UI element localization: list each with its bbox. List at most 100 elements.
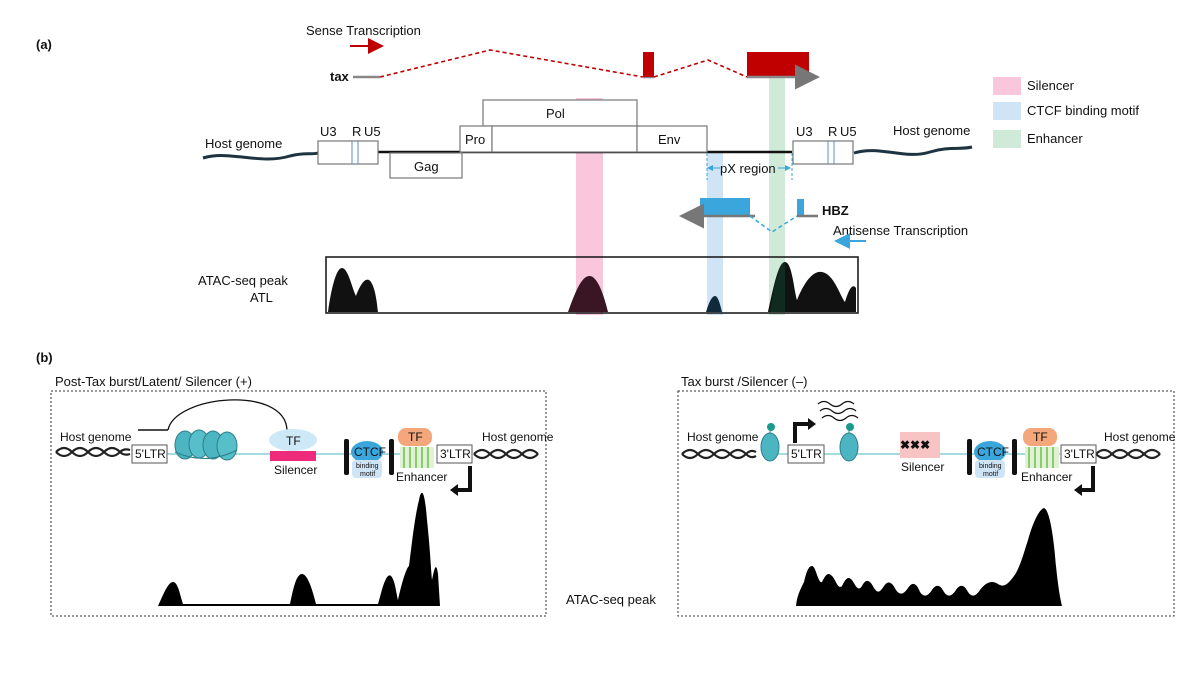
- atac-a-box: [325, 256, 859, 314]
- left-enhancer-box: [400, 447, 434, 468]
- left-tf-enhancer: [398, 428, 432, 446]
- right-motif-label: motif: [983, 471, 998, 478]
- right-tf-enhancer: [1023, 428, 1057, 446]
- gene-pro: [459, 125, 493, 153]
- left-ltr5-label: 5'LTR: [135, 447, 166, 461]
- right-ctcf-bracket-l: [967, 439, 972, 475]
- antisense-label: Antisense Transcription: [833, 223, 968, 238]
- host-genome-left-a: Host genome: [205, 136, 282, 151]
- atac-a-peak-right: [768, 262, 856, 312]
- left-ctcf-motif: [352, 460, 382, 478]
- right-enhancer-box: [1025, 447, 1059, 468]
- atac-a-peak-left: [328, 268, 378, 312]
- left-nucleosomes-icon: [174, 429, 238, 461]
- left-ctcf-bracket-l: [344, 439, 349, 475]
- ltr-right: [792, 140, 854, 165]
- right-antisense-promoter-icon: [1080, 466, 1095, 492]
- enhancer-band: [769, 78, 785, 315]
- left-antisense-promoter-icon: [456, 466, 472, 492]
- sense-transcription-label: Sense Transcription: [306, 23, 421, 38]
- right-host-genome-r: Host genome: [1104, 430, 1176, 444]
- right-transcript-waves-icon: [817, 400, 859, 422]
- left-ltr3-label: 3'LTR: [440, 447, 471, 461]
- gene-pro-label: Pro: [465, 132, 485, 147]
- gene-env: [636, 125, 708, 153]
- host-genome-right-a: Host genome: [893, 123, 970, 138]
- right-silencer-label: Silencer: [901, 460, 944, 474]
- hbz-label: HBZ: [822, 203, 849, 218]
- right-ltr3: [1060, 444, 1097, 464]
- right-dna-helix-l: [681, 448, 757, 460]
- right-tf-enhancer-label: TF: [1033, 430, 1048, 444]
- px-region-label: pX region: [720, 161, 776, 176]
- right-dna-helix-r: [1095, 448, 1161, 460]
- panel-b-label: (b): [36, 350, 53, 365]
- panel-b-right-box: [677, 390, 1175, 617]
- right-sense-promoter-icon: [793, 422, 810, 443]
- legend-silencer-label: Silencer: [1027, 78, 1075, 93]
- right-sense-promoter-head: [808, 418, 816, 430]
- left-tf-silencer-label: TF: [286, 434, 301, 448]
- gene-gag-label: Gag: [414, 159, 439, 174]
- tax-exon3: [747, 52, 809, 77]
- atac-b-right-peaks: [796, 508, 1062, 606]
- right-host-genome-l: Host genome: [687, 430, 759, 444]
- left-tf-silencer: [269, 429, 317, 451]
- gene-pol: [482, 99, 638, 127]
- tax-exon2: [643, 52, 654, 77]
- left-host-genome-l: Host genome: [60, 430, 132, 444]
- atac-a-label-1: ATAC-seq peak: [198, 273, 288, 288]
- ltr-right-u3: U3: [796, 124, 813, 139]
- ctcf-band: [707, 153, 723, 315]
- ltr-right-u5: U5: [840, 124, 857, 139]
- right-ctcf-motif: [975, 460, 1005, 478]
- ltr-right-r: R: [828, 124, 837, 139]
- gene-pol-label: Pol: [546, 106, 565, 121]
- hbz-exon1: [700, 198, 750, 215]
- hbz-exon2: [797, 199, 804, 216]
- atac-a-label-2: ATL: [250, 290, 273, 305]
- right-enhancer-label: Enhancer: [1021, 470, 1072, 484]
- left-dna-helix-l: [55, 446, 131, 458]
- left-dna-helix-r: [473, 448, 539, 460]
- panel-a-label: (a): [36, 37, 52, 52]
- left-motif-label: motif: [360, 471, 375, 478]
- right-ltr5: [787, 444, 825, 464]
- hbz-intron: [749, 215, 798, 233]
- tax-intron2: [653, 59, 748, 78]
- right-ctcf-label: CTCF: [977, 445, 1009, 459]
- atac-b-left-peaks: [158, 492, 440, 606]
- left-ltr3: [436, 444, 473, 464]
- left-binding-label: binding: [356, 463, 379, 470]
- panel-b-right-title: Tax burst /Silencer (–): [681, 374, 807, 389]
- legend-enhancer-label: Enhancer: [1027, 131, 1083, 146]
- repression-arc: [167, 399, 288, 431]
- ltr-left: [317, 140, 379, 165]
- legend-ctcf-swatch: [993, 102, 1021, 120]
- left-ctcf-bracket-r: [389, 439, 394, 475]
- atac-b-label: ATAC-seq peak: [566, 592, 656, 607]
- legend-ctcf-label: CTCF binding motif: [1027, 103, 1139, 118]
- right-antisense-promoter-head: [1074, 484, 1082, 496]
- gene-gag: [389, 152, 463, 179]
- host-genome-line-right: [853, 145, 973, 156]
- ltr-left-u5: U5: [364, 124, 381, 139]
- tax-label: tax: [330, 69, 350, 84]
- left-enhancer-label: Enhancer: [396, 470, 447, 484]
- left-ctcf-protein: [351, 441, 383, 463]
- ltr-left-u3: U3: [320, 124, 337, 139]
- left-antisense-promoter-head: [450, 484, 458, 496]
- legend-enhancer-swatch: [993, 130, 1021, 148]
- ltr-left-r: R: [352, 124, 361, 139]
- right-ltr3-label: 3'LTR: [1064, 447, 1095, 461]
- left-ctcf-label: CTCF: [354, 445, 386, 459]
- panel-b-left-title: Post-Tax burst/Latent/ Silencer (+): [55, 374, 252, 389]
- atac-a-peak-silencer: [568, 275, 608, 312]
- gene-env-label: Env: [658, 132, 681, 147]
- right-ctcf-protein: [974, 441, 1006, 463]
- legend-silencer-swatch: [993, 77, 1021, 95]
- right-nucleosome-2-icon: [839, 423, 859, 462]
- right-ctcf-bracket-r: [1012, 439, 1017, 475]
- left-host-genome-r: Host genome: [482, 430, 554, 444]
